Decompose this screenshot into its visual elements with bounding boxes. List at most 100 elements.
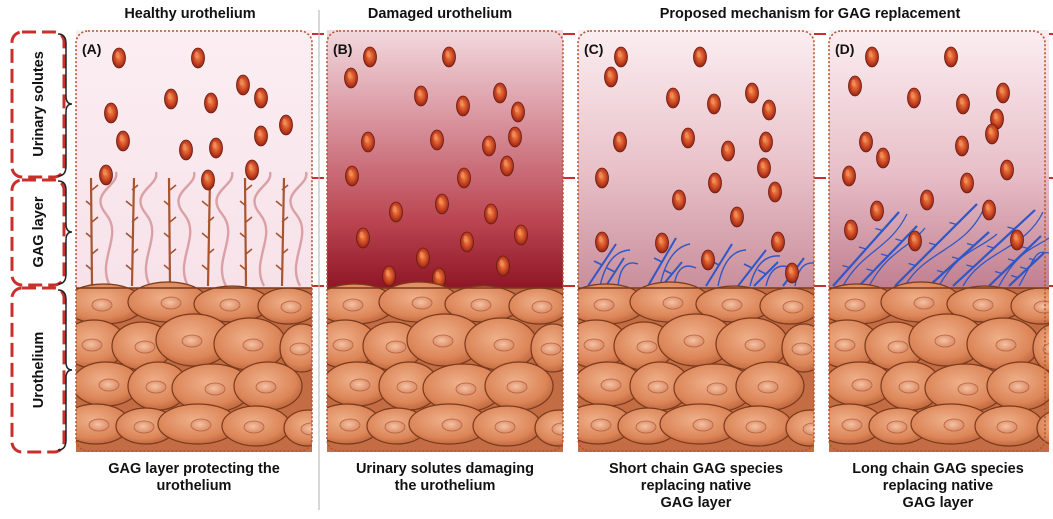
solute-particle xyxy=(983,200,996,220)
solute-particle xyxy=(866,47,879,67)
caption-panel-b: Urinary solutes damaging the urothelium xyxy=(321,461,569,495)
urothelial-cell xyxy=(473,406,541,446)
solute-particle xyxy=(1001,160,1014,180)
caption-line: urothelium xyxy=(70,478,318,495)
caption-line: GAG layer protecting the xyxy=(70,461,318,478)
caption-line: the urothelium xyxy=(321,478,569,495)
urothelial-cell xyxy=(760,288,820,324)
panel-b-tag: (B) xyxy=(333,41,352,57)
solute-particle xyxy=(246,160,259,180)
solute-particle xyxy=(614,132,627,152)
solute-particle xyxy=(596,232,609,252)
solute-particle xyxy=(908,88,921,108)
solute-particle xyxy=(113,48,126,68)
solute-particle xyxy=(100,165,113,185)
solute-particle xyxy=(694,47,707,67)
urothelial-cell xyxy=(234,362,302,410)
solute-particle xyxy=(702,250,715,270)
urothelium-cells xyxy=(62,282,332,452)
urothelial-cell xyxy=(782,324,826,372)
solute-particle xyxy=(165,89,178,109)
urothelial-cell xyxy=(280,324,324,372)
solute-particle xyxy=(497,256,510,276)
solute-particle xyxy=(760,132,773,152)
solute-particle xyxy=(957,94,970,114)
solute-particle xyxy=(656,233,669,253)
solute-particle xyxy=(357,228,370,248)
caption-line: Short chain GAG species xyxy=(572,461,820,478)
solute-particle xyxy=(192,48,205,68)
solute-particle xyxy=(280,115,293,135)
panel-c-short-chain xyxy=(564,30,834,452)
solute-particle xyxy=(667,88,680,108)
side-label-urothelium: Urothelium xyxy=(31,332,47,409)
urothelial-cell xyxy=(509,288,569,324)
solute-particle xyxy=(763,100,776,120)
caption-line: Long chain GAG species xyxy=(823,461,1053,478)
solute-particle xyxy=(180,140,193,160)
solute-particle xyxy=(237,75,250,95)
side-label-urinary-solutes: Urinary solutes xyxy=(31,51,47,157)
solute-particle xyxy=(345,68,358,88)
solute-particle xyxy=(210,138,223,158)
solute-particle xyxy=(501,156,514,176)
solute-particle xyxy=(909,231,922,251)
solute-particle xyxy=(362,132,375,152)
solute-particle xyxy=(605,67,618,87)
solute-particle xyxy=(390,202,403,222)
solute-particle xyxy=(364,47,377,67)
solute-particle xyxy=(871,201,884,221)
panel-a-tag: (A) xyxy=(82,41,101,57)
caption-line: replacing native xyxy=(823,478,1053,495)
panel-b-damaged xyxy=(313,30,583,452)
side-region-markers: Urinary solutes GAG layer Urothelium xyxy=(12,32,72,452)
solute-particle xyxy=(443,47,456,67)
urothelial-cell xyxy=(284,410,332,446)
urothelium-cells xyxy=(313,282,583,452)
caption-line: replacing native xyxy=(572,478,820,495)
urothelial-cell xyxy=(485,362,553,410)
solute-particle xyxy=(956,136,969,156)
urothelial-cell xyxy=(222,406,290,446)
solute-particle xyxy=(722,141,735,161)
solute-particle xyxy=(457,96,470,116)
solute-particle xyxy=(461,232,474,252)
solute-particle xyxy=(682,128,695,148)
caption-line: Urinary solutes damaging xyxy=(321,461,569,478)
solute-particle xyxy=(415,86,428,106)
solute-particle xyxy=(758,158,771,178)
solute-particle xyxy=(860,132,873,152)
solute-particle xyxy=(105,103,118,123)
solute-particle xyxy=(786,263,799,283)
urothelial-cell xyxy=(258,288,318,324)
solute-particle xyxy=(202,170,215,190)
urothelial-cell xyxy=(975,406,1043,446)
solute-particle xyxy=(483,136,496,156)
panel-d-tag: (D) xyxy=(835,41,854,57)
solute-particle xyxy=(485,204,498,224)
panel-a-healthy xyxy=(62,30,332,452)
solute-particle xyxy=(845,220,858,240)
urothelial-cell xyxy=(531,324,575,372)
solute-particle xyxy=(205,93,218,113)
urothelium-cells xyxy=(815,282,1053,452)
solute-particle xyxy=(417,248,430,268)
urothelial-cell xyxy=(535,410,583,446)
solute-particle xyxy=(877,148,890,168)
urothelial-cell xyxy=(736,362,804,410)
solute-particle xyxy=(596,168,609,188)
solute-particle xyxy=(1011,230,1024,250)
solute-particle xyxy=(849,76,862,96)
solute-particle xyxy=(494,83,507,103)
solute-particle xyxy=(458,168,471,188)
solute-particle xyxy=(346,166,359,186)
solute-particle xyxy=(117,131,130,151)
caption-panel-d: Long chain GAG species replacing native … xyxy=(823,461,1053,512)
caption-line: GAG layer xyxy=(823,495,1053,512)
solute-particle xyxy=(708,94,721,114)
solute-particle xyxy=(769,182,782,202)
solute-particle xyxy=(746,83,759,103)
caption-line: GAG layer xyxy=(572,495,820,512)
urothelial-cell xyxy=(786,410,834,446)
panel-c-tag: (C) xyxy=(584,41,603,57)
